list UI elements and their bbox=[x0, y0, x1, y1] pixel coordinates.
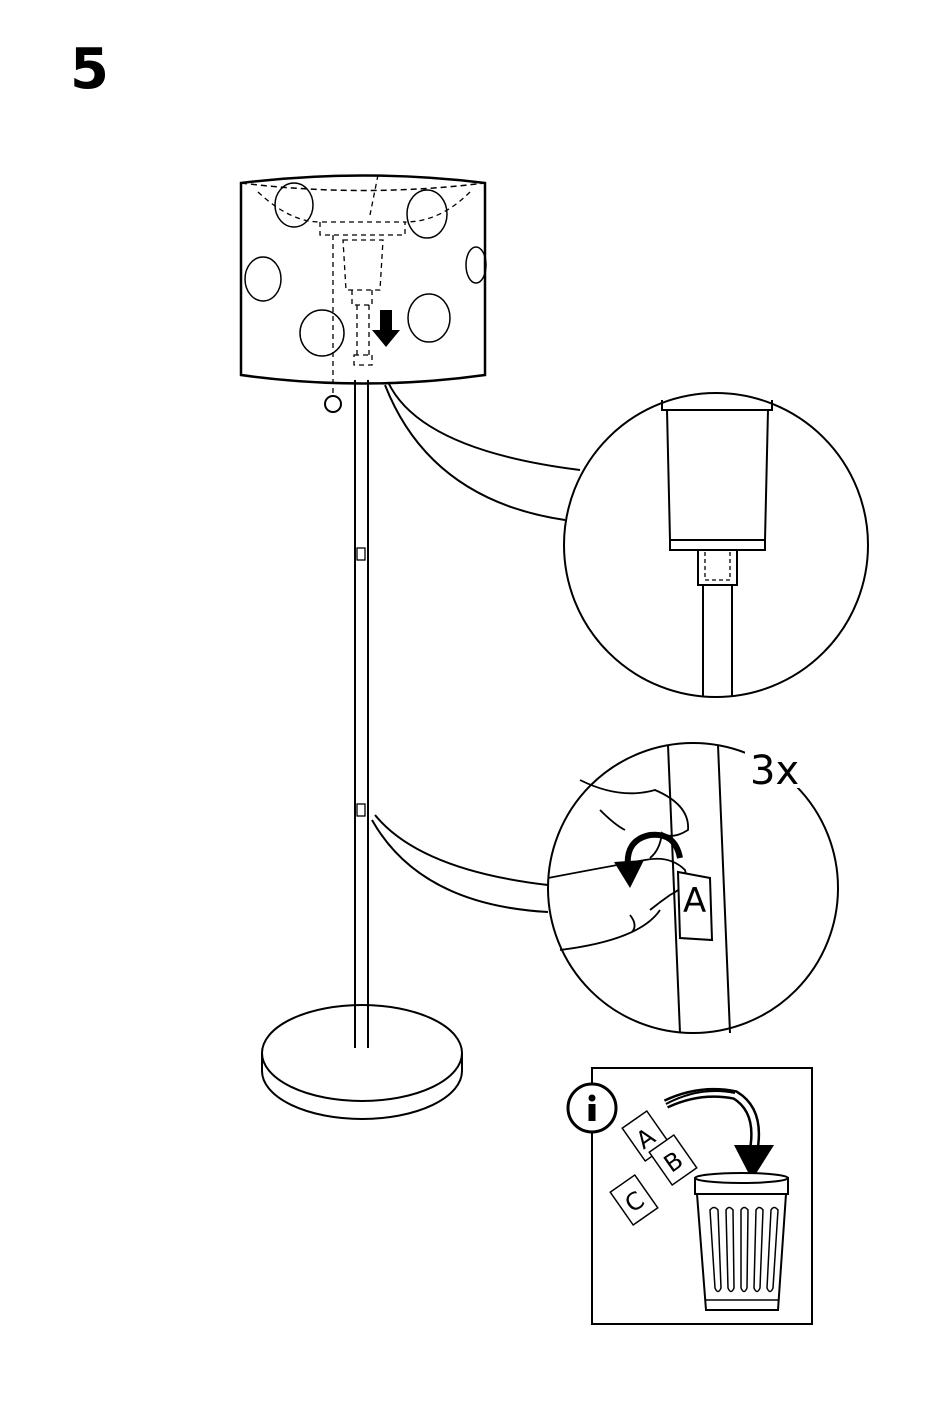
lampshade bbox=[241, 175, 486, 400]
detail-shade-socket bbox=[385, 382, 868, 697]
floor-lamp bbox=[241, 175, 486, 1119]
detail-remove-tape: A 3x bbox=[372, 742, 838, 1033]
pull-cord bbox=[325, 396, 341, 412]
lamp-base bbox=[262, 1005, 462, 1119]
info-icon bbox=[568, 1084, 616, 1132]
lamp-pole bbox=[355, 380, 368, 1048]
tape-a: A bbox=[678, 872, 712, 940]
repeat-count-label: 3x bbox=[750, 748, 799, 794]
info-panel: A B C bbox=[568, 1068, 812, 1324]
tape-a-letter: A bbox=[683, 881, 706, 921]
